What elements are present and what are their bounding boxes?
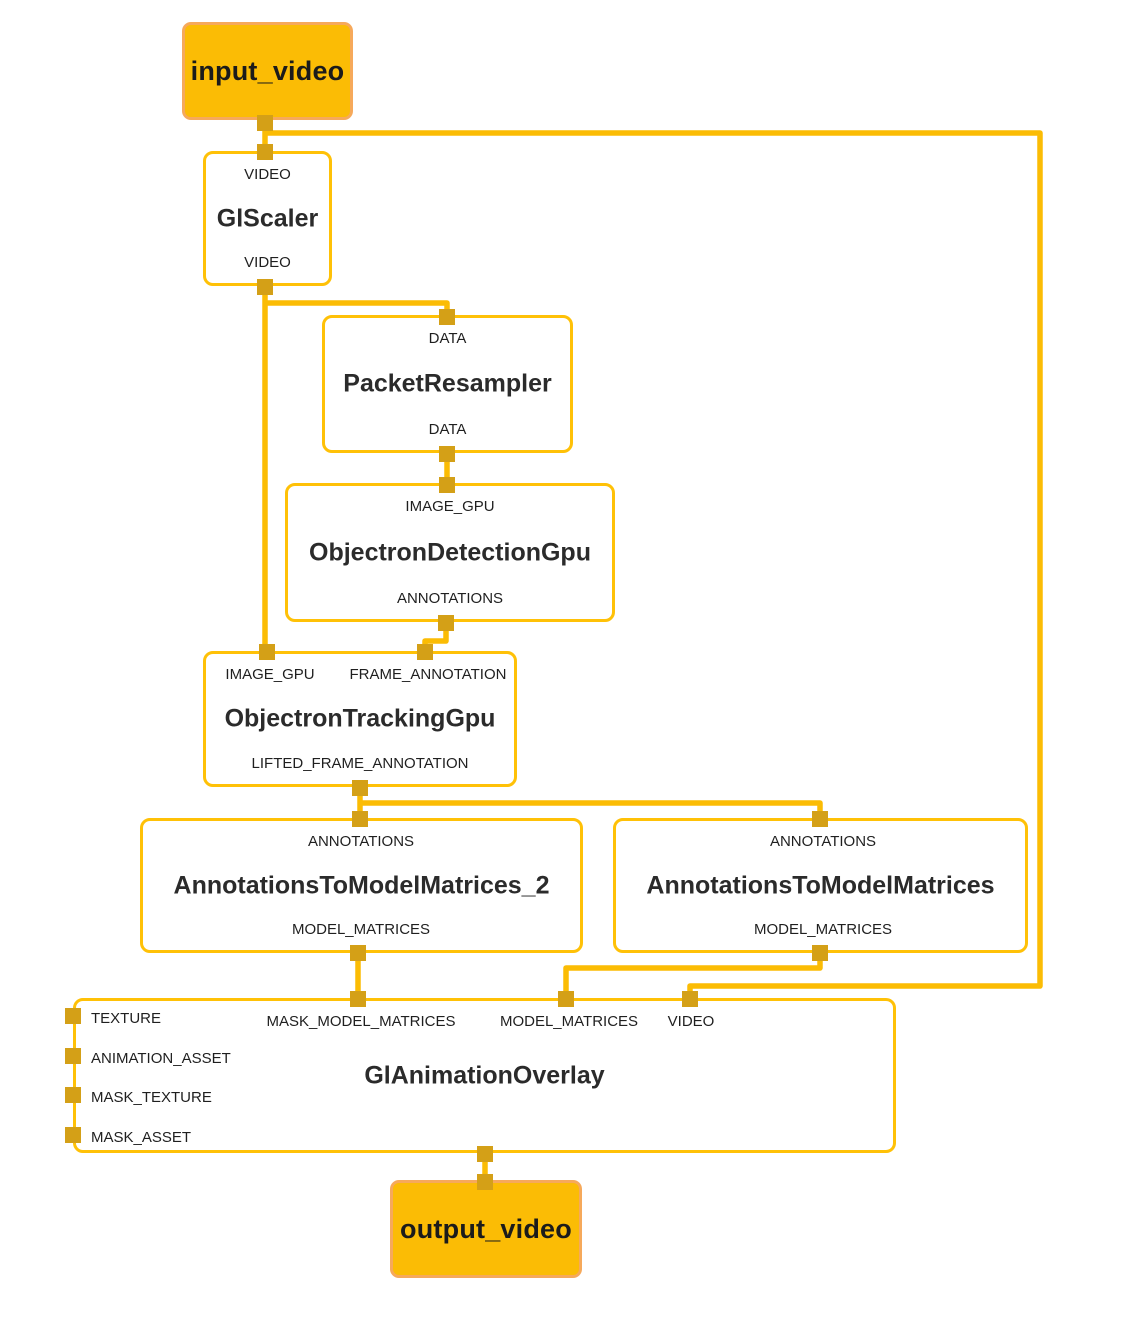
node-title: ObjectronTrackingGpu [224, 704, 496, 733]
port-texture-in: TEXTURE [91, 1010, 162, 1027]
node-title: GlAnimationOverlay [364, 1061, 605, 1089]
node-title: PacketResampler [343, 369, 552, 398]
port-data-in: DATA [428, 330, 467, 347]
port-data-out: DATA [428, 421, 467, 438]
edge-annotations_to_model_matrices:MODEL_MATRICES->gl_animation_overlay:MODEL_MATRICES [563, 954, 823, 1000]
port-video-in: VIDEO [244, 166, 291, 183]
node-annotations-to-model-matrices[interactable]: ANNOTATIONS AnnotationsToModelMatrices M… [613, 818, 1028, 953]
port-animation-asset-in: ANIMATION_ASSET [91, 1050, 231, 1067]
node-title: AnnotationsToModelMatrices [646, 871, 995, 899]
port-model-matrices-in: MODEL_MATRICES [499, 1013, 639, 1030]
edge-objectron_detection_gpu:ANNOTATIONS->objectron_tracking_gpu:FRAME_ANNOTATION [422, 623, 449, 653]
stream-label: input_video [190, 55, 345, 86]
node-objectron-tracking-gpu[interactable]: IMAGE_GPU FRAME_ANNOTATION ObjectronTrac… [203, 651, 517, 787]
node-output-video[interactable]: output_video [390, 1180, 582, 1278]
port-image-gpu-in: IMAGE_GPU [225, 666, 315, 683]
port-annotations-out: ANNOTATIONS [396, 590, 504, 607]
port-annotations-in: ANNOTATIONS [307, 833, 415, 850]
node-gl-animation-overlay[interactable]: MASK_MODEL_MATRICES MODEL_MATRICES VIDEO… [73, 998, 896, 1153]
port-video-out: VIDEO [244, 254, 291, 271]
node-title: ObjectronDetectionGpu [309, 538, 591, 566]
node-packet-resampler[interactable]: DATA PacketResampler DATA [322, 315, 573, 453]
port-model-matrices-out: MODEL_MATRICES [291, 921, 431, 938]
port-lifted-frame-annotation-out: LIFTED_FRAME_ANNOTATION [251, 755, 469, 772]
node-title: GlScaler [216, 204, 319, 232]
port-annotations-in: ANNOTATIONS [769, 833, 877, 850]
port-model-matrices-out: MODEL_MATRICES [753, 921, 893, 938]
node-title: AnnotationsToModelMatrices_2 [173, 871, 550, 899]
port-mask-texture-in: MASK_TEXTURE [91, 1089, 212, 1106]
port-mask-asset-in: MASK_ASSET [91, 1129, 192, 1146]
node-annotations-to-model-matrices-2[interactable]: ANNOTATIONS AnnotationsToModelMatrices_2… [140, 818, 583, 953]
port-frame-annotation-in: FRAME_ANNOTATION [349, 666, 507, 683]
node-objectron-detection-gpu[interactable]: IMAGE_GPU ObjectronDetectionGpu ANNOTATI… [285, 483, 615, 622]
stream-label: output_video [400, 1213, 572, 1244]
node-gl-scaler[interactable]: VIDEO GlScaler VIDEO [203, 151, 332, 286]
node-input-video[interactable]: input_video [182, 22, 353, 120]
port-mask-model-matrices-in: MASK_MODEL_MATRICES [266, 1013, 456, 1030]
port-video-in: VIDEO [667, 1013, 715, 1030]
port-image-gpu-in: IMAGE_GPU [405, 498, 495, 515]
